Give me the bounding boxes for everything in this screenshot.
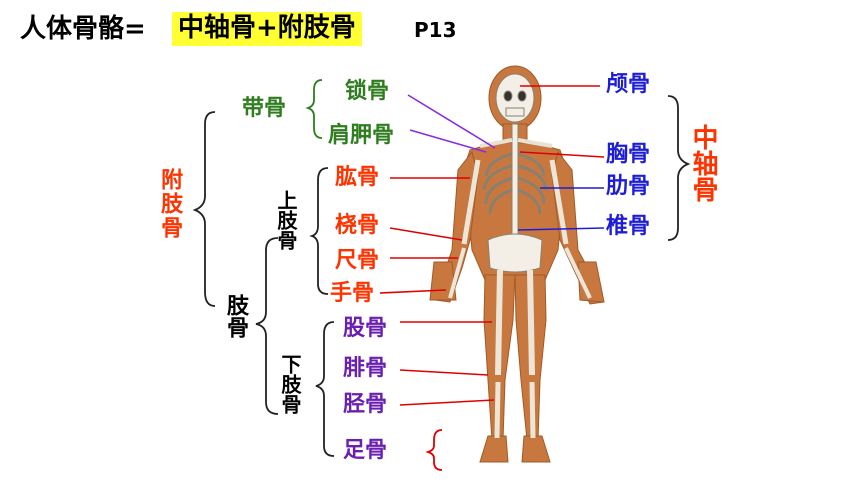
femur-label: 股骨 bbox=[343, 316, 388, 341]
lower-limb-label-text: 下肢骨 bbox=[278, 354, 302, 414]
bracket-foot bbox=[425, 429, 443, 471]
humerus-label: 肱骨 bbox=[335, 165, 380, 190]
title-prefix: 人体骨骼= bbox=[20, 14, 146, 44]
tibia-label: 胫骨 bbox=[343, 392, 388, 417]
bracket-limb bbox=[255, 237, 279, 415]
pointer-vertebra bbox=[517, 227, 605, 231]
brackets bbox=[192, 79, 691, 471]
upper-limb-label-text: 上肢骨 bbox=[274, 190, 298, 250]
ulna-label: 尺骨 bbox=[335, 248, 380, 273]
fibula-label: 腓骨 bbox=[343, 356, 388, 381]
clavicle-label: 锁骨 bbox=[345, 79, 390, 104]
girdle-bones-label: 带骨 bbox=[242, 96, 287, 121]
title-highlight: 中轴骨+附肢骨 bbox=[172, 12, 362, 46]
bracket-girdle bbox=[305, 79, 323, 139]
skeleton bbox=[448, 73, 592, 439]
appendicular-skeleton-label: 附肢骨 bbox=[157, 168, 183, 240]
skull-label: 颅骨 bbox=[606, 72, 651, 97]
limb-label-text: 肢骨 bbox=[223, 294, 248, 338]
vertebra-label: 椎骨 bbox=[606, 214, 651, 239]
page-reference: P13 bbox=[414, 18, 457, 42]
pointer-clavicle bbox=[407, 94, 496, 149]
appendicular-label-text: 附肢骨 bbox=[157, 168, 183, 240]
pointer-lines bbox=[379, 85, 605, 406]
axial-skeleton-label: 中轴骨 bbox=[688, 124, 718, 207]
ribs-label: 肋骨 bbox=[606, 174, 651, 199]
hand-bones-label: 手骨 bbox=[330, 281, 375, 306]
pointer-sternum bbox=[519, 151, 605, 158]
limb-bones-label: 肢骨 bbox=[223, 294, 248, 343]
radius-label: 桡骨 bbox=[335, 213, 380, 238]
upper-limb-bones-label: 上肢骨 bbox=[274, 190, 298, 253]
pointer-hand bbox=[379, 289, 447, 294]
pointer-radius bbox=[389, 227, 463, 241]
bracket-upper bbox=[309, 167, 329, 295]
foot-bones-label: 足骨 bbox=[343, 438, 388, 463]
sternum-label: 胸骨 bbox=[606, 142, 651, 167]
bracket-lower bbox=[315, 321, 335, 457]
lower-limb-bones-label: 下肢骨 bbox=[278, 354, 302, 417]
pointer-fibula bbox=[399, 369, 489, 376]
pointer-tibia bbox=[399, 399, 495, 406]
bracket-axial bbox=[667, 95, 691, 241]
bracket-appendicular bbox=[192, 111, 216, 307]
pointer-scapula bbox=[409, 129, 487, 153]
scapula-label: 肩胛骨 bbox=[328, 123, 395, 148]
axial-label-text: 中轴骨 bbox=[688, 124, 718, 202]
